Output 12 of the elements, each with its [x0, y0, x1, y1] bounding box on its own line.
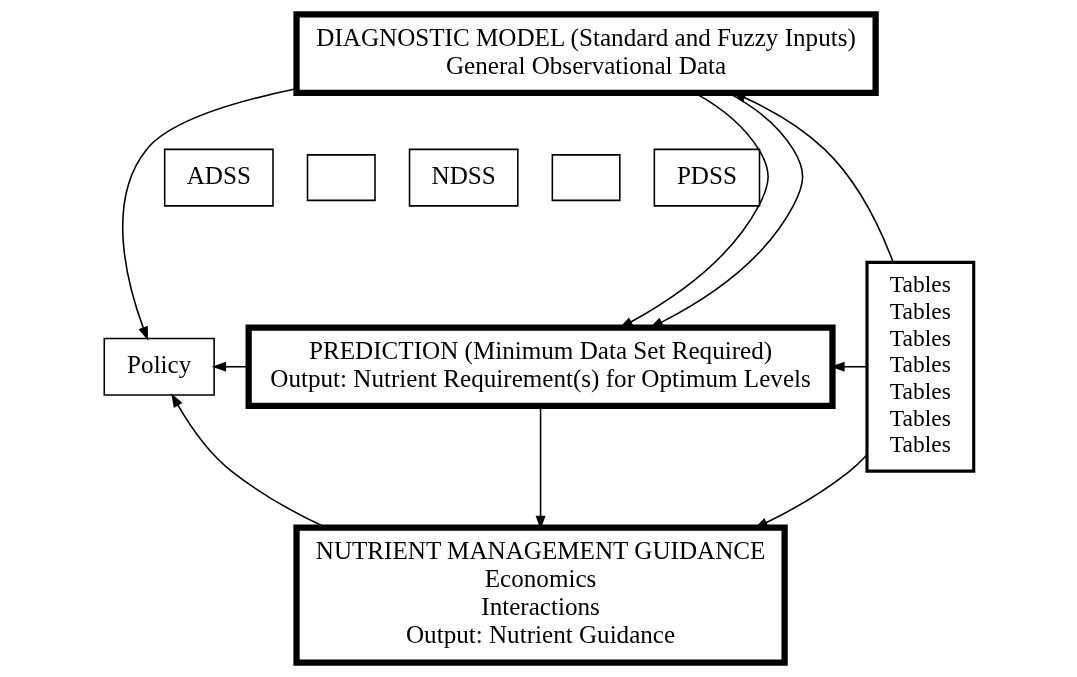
node-box	[551, 154, 621, 202]
node-box: Policy	[103, 337, 215, 396]
node-box: DIAGNOSTIC MODEL (Standard and Fuzzy Inputs) General Observational Data	[292, 11, 879, 97]
node-box	[306, 154, 376, 202]
node-box: Tables Tables Tables Tables Tables Tables Tables	[864, 260, 975, 473]
node-box: ADSS	[163, 148, 274, 207]
node-box: NDSS	[408, 148, 519, 207]
node-box: PREDICTION (Minimum Data Set Required) Output: Nutrient Requirement(s) for Optimum Levels	[245, 324, 836, 410]
arrow	[211, 361, 249, 372]
node-box: NUTRIENT MANAGEMENT GUIDANCE Economics Interactions Output: Nutrient Guidance	[292, 524, 788, 666]
arrow	[121, 88, 297, 341]
node-box: PDSS	[653, 148, 760, 207]
